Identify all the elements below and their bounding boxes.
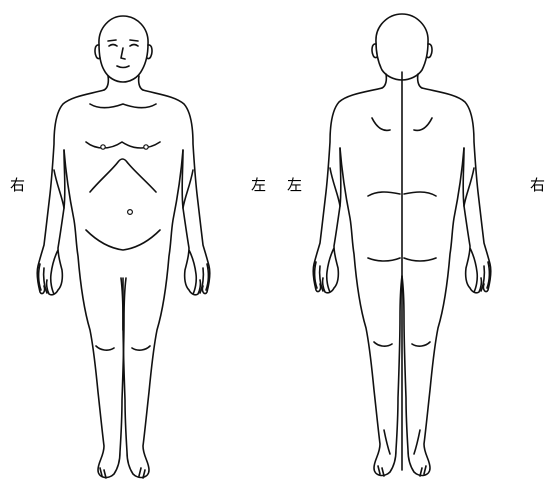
front-face xyxy=(108,40,138,68)
back-figure xyxy=(313,14,491,476)
front-body-right-outline xyxy=(143,90,210,294)
front-figure xyxy=(37,16,210,478)
back-head xyxy=(376,14,428,80)
front-chest xyxy=(90,104,156,108)
front-body-left-outline xyxy=(37,90,104,294)
